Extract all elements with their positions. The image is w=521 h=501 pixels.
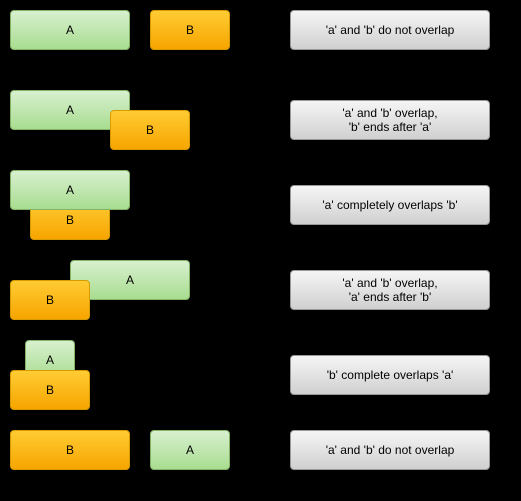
box-a: A [10,10,130,50]
box-b: B [110,110,190,150]
box-b: B [10,430,130,470]
box-a: A [10,170,130,210]
description-label: 'a' completely overlaps 'b' [290,185,490,225]
box-a: A [10,90,130,130]
description-label: 'b' complete overlaps 'a' [290,355,490,395]
description-label: 'a' and 'b' do not overlap [290,430,490,470]
box-b: B [10,370,90,410]
box-b: B [150,10,230,50]
description-label: 'a' and 'b' overlap, 'a' ends after 'b' [290,270,490,310]
box-b: B [10,280,90,320]
box-a: A [150,430,230,470]
description-label: 'a' and 'b' do not overlap [290,10,490,50]
description-label: 'a' and 'b' overlap, 'b' ends after 'a' [290,100,490,140]
